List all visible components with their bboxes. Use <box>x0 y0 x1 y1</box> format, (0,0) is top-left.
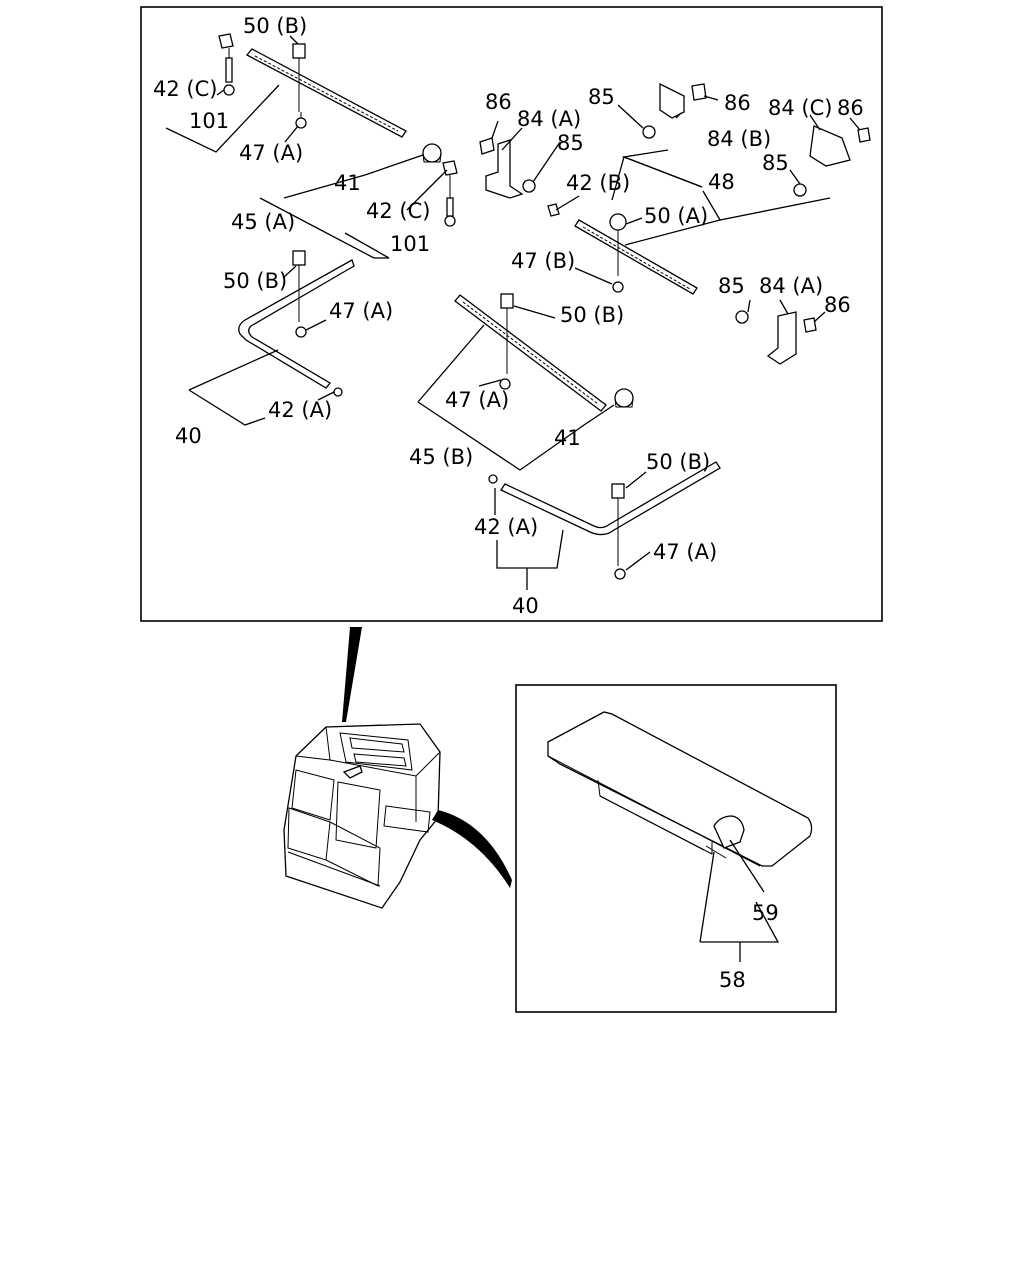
label-84c: 84 (C) <box>768 96 832 120</box>
rail-40-left <box>238 250 355 397</box>
screw-47a-1 <box>295 112 307 129</box>
label-45a: 45 (A) <box>231 210 295 234</box>
label-101-1: 101 <box>189 109 229 133</box>
label-85-4: 85 <box>718 274 745 298</box>
label-86-1: 86 <box>485 90 512 114</box>
label-84b: 84 (B) <box>707 127 771 151</box>
label-86-3: 86 <box>837 96 864 120</box>
label-41-2: 41 <box>554 426 581 450</box>
label-50b-1: 50 (B) <box>243 14 307 38</box>
label-48: 48 <box>708 170 735 194</box>
label-84a-2: 84 (A) <box>759 274 823 298</box>
label-47a-2: 47 (A) <box>329 299 393 323</box>
bracket-84a-top <box>479 137 536 199</box>
label-41-1: 41 <box>334 171 361 195</box>
leader-lines <box>165 35 861 590</box>
label-47a-3: 47 (A) <box>445 388 509 412</box>
label-40-2: 40 <box>512 594 539 618</box>
exploded-view-frame <box>140 6 883 622</box>
rail-48 <box>547 203 698 295</box>
label-47a-1: 47 (A) <box>239 141 303 165</box>
label-50b-4: 50 (B) <box>646 450 710 474</box>
label-84a-1: 84 (A) <box>517 107 581 131</box>
label-50b-2: 50 (B) <box>223 269 287 293</box>
label-47a-4: 47 (A) <box>653 540 717 564</box>
pointer-wedge-top <box>342 627 362 722</box>
truck-cab <box>283 723 441 909</box>
rail-45b <box>454 293 634 412</box>
cap-41-1 <box>422 143 442 163</box>
label-59: 59 <box>752 901 779 925</box>
label-58: 58 <box>719 968 746 992</box>
clip-42c-bottom <box>442 160 458 227</box>
detail-leaders <box>699 839 780 962</box>
label-47b: 47 (B) <box>511 249 575 273</box>
label-42a-2: 42 (A) <box>474 515 538 539</box>
label-101-2: 101 <box>390 232 430 256</box>
label-45b: 45 (B) <box>409 445 473 469</box>
label-50b-3: 50 (B) <box>560 303 624 327</box>
label-42c-1: 42 (C) <box>153 77 217 101</box>
rail-45a <box>245 43 407 138</box>
bracket-84b <box>642 82 707 139</box>
part-labels: 50 (B) 42 (C) 101 47 (A) 41 42 (C) 45 (A… <box>153 14 864 992</box>
rail-40-bottom <box>488 461 721 580</box>
label-86-4: 86 <box>824 293 851 317</box>
label-42c-2: 42 (C) <box>366 199 430 223</box>
bracket-84c <box>793 125 871 197</box>
detail-view-frame <box>515 684 837 1013</box>
clip-42c-top <box>218 33 235 96</box>
label-85-2: 85 <box>588 85 615 109</box>
label-42a-1: 42 (A) <box>268 398 332 422</box>
label-85-1: 85 <box>557 131 584 155</box>
pointer-wedge-bottom <box>432 810 512 888</box>
label-85-3: 85 <box>762 151 789 175</box>
label-42b: 42 (B) <box>566 171 630 195</box>
label-86-2: 86 <box>724 91 751 115</box>
bracket-84a-lower <box>735 310 817 365</box>
label-50a: 50 (A) <box>644 204 708 228</box>
label-40-1: 40 <box>175 424 202 448</box>
sun-visor <box>547 711 813 867</box>
